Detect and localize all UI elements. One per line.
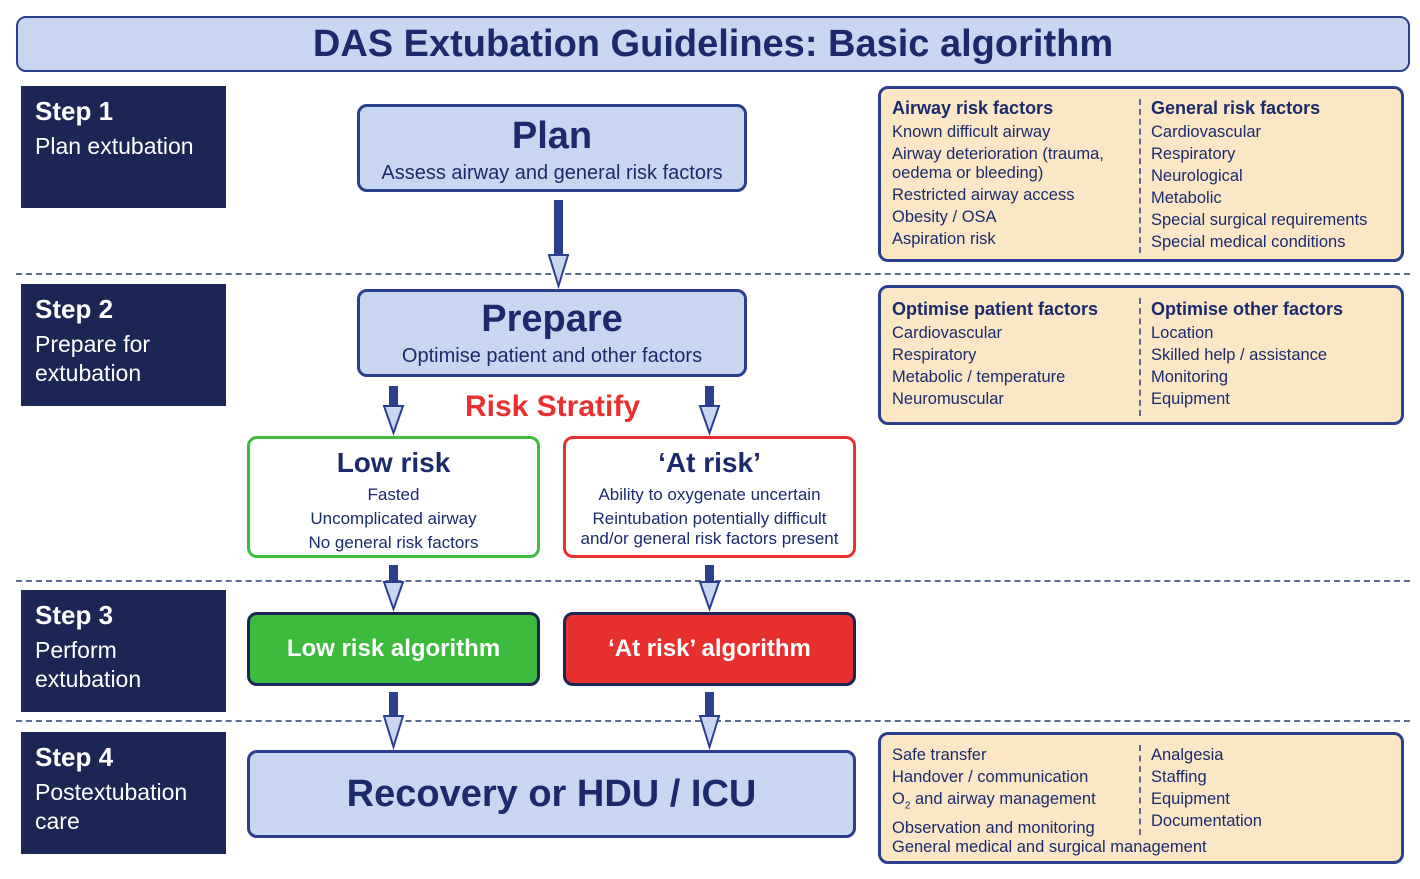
list-item: O2 and airway management [892, 788, 1096, 817]
step-3-description: Perform extubation [35, 637, 142, 692]
list-item: Special surgical requirements [1151, 211, 1368, 229]
prepare-title: Prepare [481, 298, 623, 340]
list-item: Safe transfer [892, 746, 987, 764]
arrow-at-algorithm-to-recovery [698, 692, 721, 751]
step-1-description: Plan extubation [35, 133, 194, 159]
column-divider [1139, 745, 1141, 835]
at-risk-line-2: Reintubation potentially difficult [592, 509, 827, 528]
risk-stratify-label: Risk Stratify [464, 390, 641, 423]
plan-box: Plan Assess airway and general risk fact… [357, 104, 747, 192]
recovery-title: Recovery or HDU / ICU [346, 773, 757, 815]
low-risk-box: Low risk Fasted Uncomplicated airway No … [247, 436, 540, 558]
postextubation-right-column: Analgesia Staffing Equipment Documentati… [1151, 744, 1262, 832]
postextubation-footer: General medical and surgical management [892, 838, 1207, 856]
list-item: Respiratory [892, 346, 977, 364]
arrow-plan-to-prepare [547, 200, 570, 290]
at-risk-box: ‘At risk’ Ability to oxygenate uncertain… [563, 436, 856, 558]
low-risk-title: Low risk [336, 447, 451, 478]
o2-subscript: 2 [904, 800, 911, 812]
list-item: Obesity / OSA [892, 208, 997, 226]
list-item: Staffing [1151, 768, 1207, 786]
list-item: Observation and monitoring [892, 819, 1095, 838]
list-item: Aspiration risk [892, 230, 996, 248]
list-item: Restricted airway access [892, 186, 1075, 204]
low-risk-algorithm-box: Low risk algorithm [247, 612, 540, 686]
low-risk-line-1: Fasted [367, 485, 420, 504]
at-risk-line-3: and/or general risk factors present [580, 529, 839, 548]
plan-title: Plan [511, 115, 593, 157]
at-risk-line-1: Ability to oxygenate uncertain [598, 485, 821, 504]
list-item: oedema or bleeding) [892, 164, 1044, 182]
list-item: Metabolic / temperature [892, 368, 1066, 386]
prepare-subtitle: Optimise patient and other factors [401, 345, 703, 367]
list-item: Known difficult airway [892, 123, 1051, 141]
list-item: Analgesia [1151, 746, 1224, 764]
recovery-box: Recovery or HDU / ICU [247, 750, 856, 838]
step-3-box: Step 3 Perform extubation [21, 590, 226, 712]
airway-risk-factors-heading: Airway risk factors [892, 98, 1054, 118]
separator-1 [16, 273, 1410, 275]
step-4-box: Step 4 Postextubation care [21, 732, 226, 854]
airway-management-label: and airway management [910, 790, 1096, 808]
arrow-prepare-to-at-risk [698, 386, 721, 437]
list-item: Metabolic [1151, 189, 1222, 207]
list-item: Location [1151, 324, 1214, 342]
optimise-patient-factors-heading: Optimise patient factors [892, 299, 1099, 319]
step-4-description: Postextubation care [35, 779, 188, 834]
arrow-prepare-to-low-risk [382, 386, 405, 437]
arrow-low-algorithm-to-recovery [382, 692, 405, 751]
list-item: Respiratory [1151, 145, 1236, 163]
list-item: Handover / communication [892, 768, 1089, 786]
list-item: Skilled help / assistance [1151, 346, 1328, 364]
list-item: Documentation [1151, 812, 1262, 830]
step-2-box: Step 2 Prepare for extubation [21, 284, 226, 406]
arrow-at-risk-to-algorithm [698, 565, 721, 613]
list-item: Cardiovascular [892, 324, 1003, 342]
postextubation-left-column: Safe transfer Handover / communication O… [892, 744, 1096, 839]
optimise-patient-factors-column: Optimise patient factors Cardiovascular … [892, 298, 1098, 410]
low-risk-line-2: Uncomplicated airway [310, 509, 477, 528]
postextubation-care-box: Safe transfer Handover / communication O… [878, 732, 1404, 864]
low-risk-line-3: No general risk factors [308, 533, 479, 552]
step-4-number: Step 4 [35, 742, 114, 772]
step-1-number: Step 1 [35, 96, 114, 126]
general-risk-factors-column: General risk factors Cardiovascular Resp… [1151, 97, 1367, 253]
at-risk-title: ‘At risk’ [658, 447, 761, 478]
step-3-number: Step 3 [35, 600, 114, 630]
step-2-description: Prepare for extubation [35, 331, 151, 386]
step-2-number: Step 2 [35, 294, 114, 324]
o2-label: O [892, 790, 905, 808]
column-divider [1139, 298, 1141, 416]
list-item: Equipment [1151, 390, 1230, 408]
list-item: Equipment [1151, 790, 1230, 808]
list-item: Neuromuscular [892, 390, 1004, 408]
list-item: Special medical conditions [1151, 233, 1346, 251]
arrow-low-risk-to-algorithm [382, 565, 405, 613]
optimise-other-factors-column: Optimise other factors Location Skilled … [1151, 298, 1343, 410]
column-divider [1139, 99, 1141, 253]
list-item: Monitoring [1151, 368, 1229, 386]
general-risk-factors-heading: General risk factors [1151, 98, 1321, 118]
at-risk-algorithm-box: ‘At risk’ algorithm [563, 612, 856, 686]
prepare-box: Prepare Optimise patient and other facto… [357, 289, 747, 377]
optimise-other-factors-heading: Optimise other factors [1151, 299, 1344, 319]
risk-factors-box: Airway risk factors Known difficult airw… [878, 86, 1404, 262]
list-item: Cardiovascular [1151, 123, 1262, 141]
list-item: Airway deterioration (trauma, [892, 145, 1104, 163]
airway-risk-factors-column: Airway risk factors Known difficult airw… [892, 97, 1104, 250]
page-title: DAS Extubation Guidelines: Basic algorit… [16, 16, 1410, 72]
optimise-factors-box: Optimise patient factors Cardiovascular … [878, 285, 1404, 425]
list-item: Neurological [1151, 167, 1243, 185]
step-1-box: Step 1 Plan extubation [21, 86, 226, 208]
plan-subtitle: Assess airway and general risk factors [381, 162, 723, 184]
